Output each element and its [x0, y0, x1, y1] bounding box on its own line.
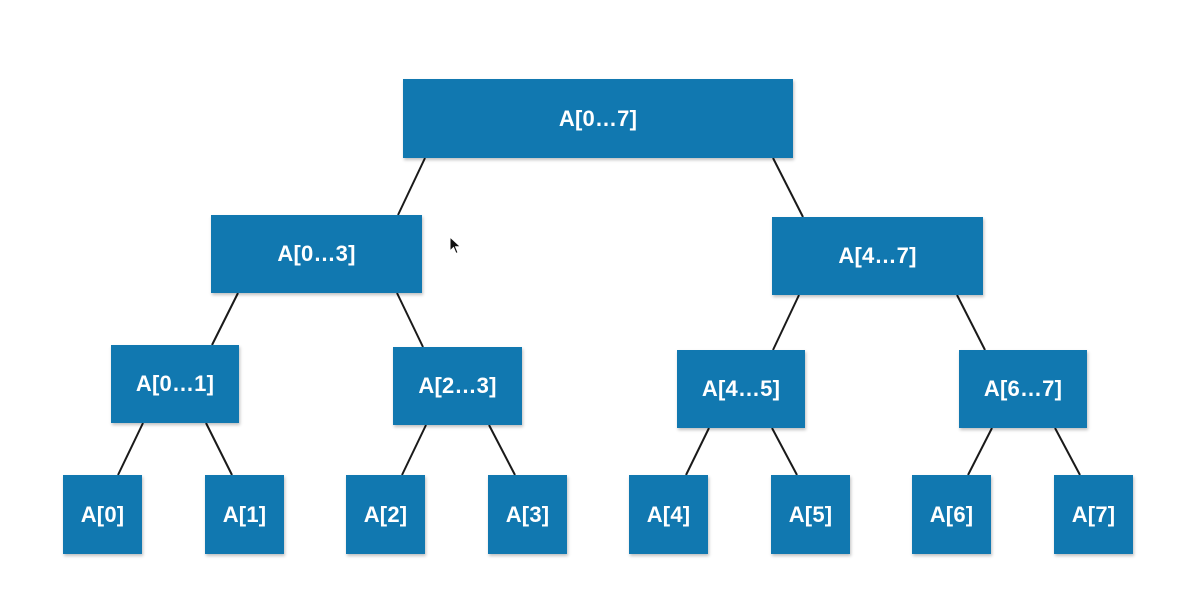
edge-l2c-left — [685, 427, 710, 476]
node-label: A[4] — [646, 501, 691, 527]
node-label: A[4…5] — [701, 376, 781, 401]
node-leaf-5: A[5] — [771, 475, 850, 554]
node-level1-left: A[0…3] — [211, 215, 422, 293]
node-root: A[0…7] — [403, 79, 793, 158]
node-label: A[0…1] — [135, 371, 215, 396]
edge-l1b-left — [772, 294, 800, 351]
edge-l1a-left — [211, 292, 239, 346]
node-label: A[0…3] — [277, 241, 356, 266]
node-level2-2: A[4…5] — [677, 350, 805, 428]
node-label: A[3] — [505, 501, 550, 527]
node-leaf-0: A[0] — [63, 475, 142, 554]
node-label: A[0…7] — [558, 105, 638, 131]
edge-l2a-left — [117, 422, 144, 476]
node-level2-1: A[2…3] — [393, 347, 522, 425]
node-leaf-2: A[2] — [346, 475, 425, 554]
node-label: A[1] — [222, 501, 267, 527]
node-label: A[0] — [80, 501, 125, 527]
edge-l2b-right — [488, 424, 516, 476]
edge-l2d-right — [1054, 427, 1081, 476]
node-label: A[2…3] — [418, 373, 497, 398]
edge-l2c-right — [771, 427, 798, 476]
edge-l1a-right — [396, 292, 424, 348]
node-leaf-4: A[4] — [629, 475, 708, 554]
node-leaf-6: A[6] — [912, 475, 991, 554]
node-leaf-3: A[3] — [488, 475, 567, 554]
node-leaf-7: A[7] — [1054, 475, 1133, 554]
node-level2-3: A[6…7] — [959, 350, 1087, 428]
edge-l1b-right — [956, 294, 986, 351]
node-level2-0: A[0…1] — [111, 345, 239, 423]
node-label: A[5] — [788, 501, 833, 527]
edge-root-left — [397, 157, 426, 216]
node-leaf-1: A[1] — [205, 475, 284, 554]
node-label: A[7] — [1071, 501, 1116, 527]
node-label: A[4…7] — [838, 243, 917, 268]
node-label: A[6…7] — [983, 376, 1063, 401]
mouse-pointer-icon — [449, 236, 462, 255]
node-label: A[2] — [363, 501, 408, 527]
edge-l2b-left — [401, 424, 427, 476]
edge-l2d-left — [967, 427, 993, 476]
node-level1-right: A[4…7] — [772, 217, 983, 295]
edge-l2a-right — [205, 422, 233, 476]
edge-root-right — [772, 157, 804, 218]
node-label: A[6] — [929, 501, 974, 527]
